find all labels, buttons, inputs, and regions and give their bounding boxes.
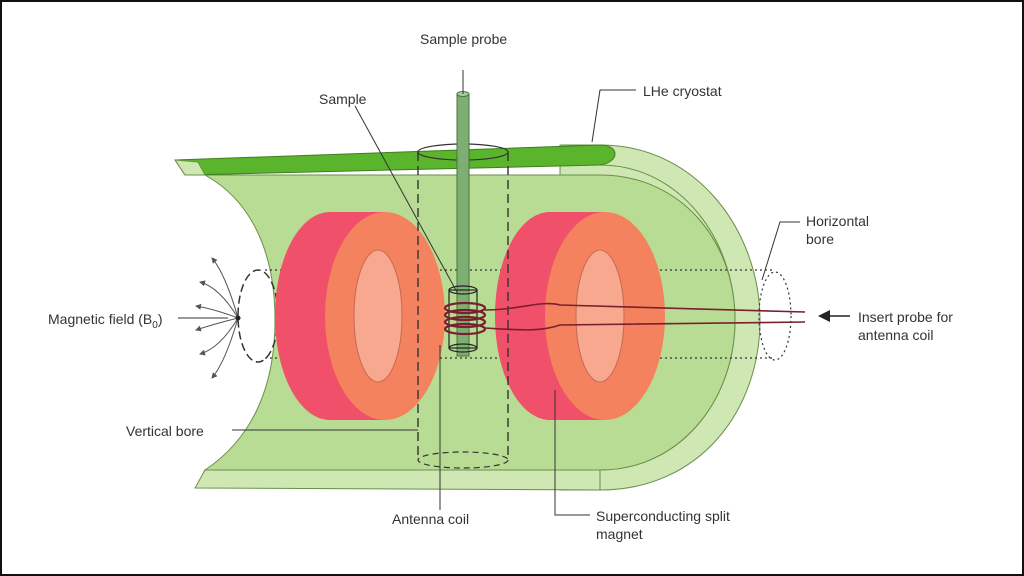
label-lhe-cryostat: LHe cryostat	[643, 83, 722, 99]
label-magnetic-field-sub: 0	[152, 319, 158, 331]
antenna-leads	[484, 302, 806, 331]
label-antenna-coil: Antenna coil	[392, 511, 470, 527]
magnetic-field-lines	[195, 257, 239, 379]
label-insert-probe: Insert probe for antenna coil	[858, 309, 953, 343]
label-sample-probe: Sample probe	[420, 31, 508, 47]
right-magnet	[495, 212, 665, 420]
left-bore-ellipse	[237, 269, 279, 363]
antenna-coil	[443, 301, 487, 336]
cryostat-bottom-wall	[194, 469, 601, 491]
label-magnetic-field-end: )	[157, 311, 163, 327]
vertical-bore-outline	[417, 152, 509, 460]
cryostat-top-wall	[174, 144, 616, 176]
label-vertical-bore: Vertical bore	[126, 423, 204, 439]
vertical-bore-bottom	[417, 451, 509, 469]
cryostat-top-wall-edge	[174, 159, 206, 176]
label-horizontal-bore: Horizontal bore	[806, 213, 870, 247]
label-magnetic-field-text: Magnetic field (B	[48, 311, 153, 327]
left-magnet	[275, 212, 445, 420]
label-sample: Sample	[319, 91, 367, 107]
leader-lines	[178, 70, 800, 516]
label-magnetic-field: Magnetic field (B0)	[48, 310, 163, 331]
insert-probe-arrow	[818, 310, 850, 322]
field-origin-dot	[235, 315, 241, 321]
label-superconducting-magnet: Superconducting split magnet	[596, 508, 730, 542]
